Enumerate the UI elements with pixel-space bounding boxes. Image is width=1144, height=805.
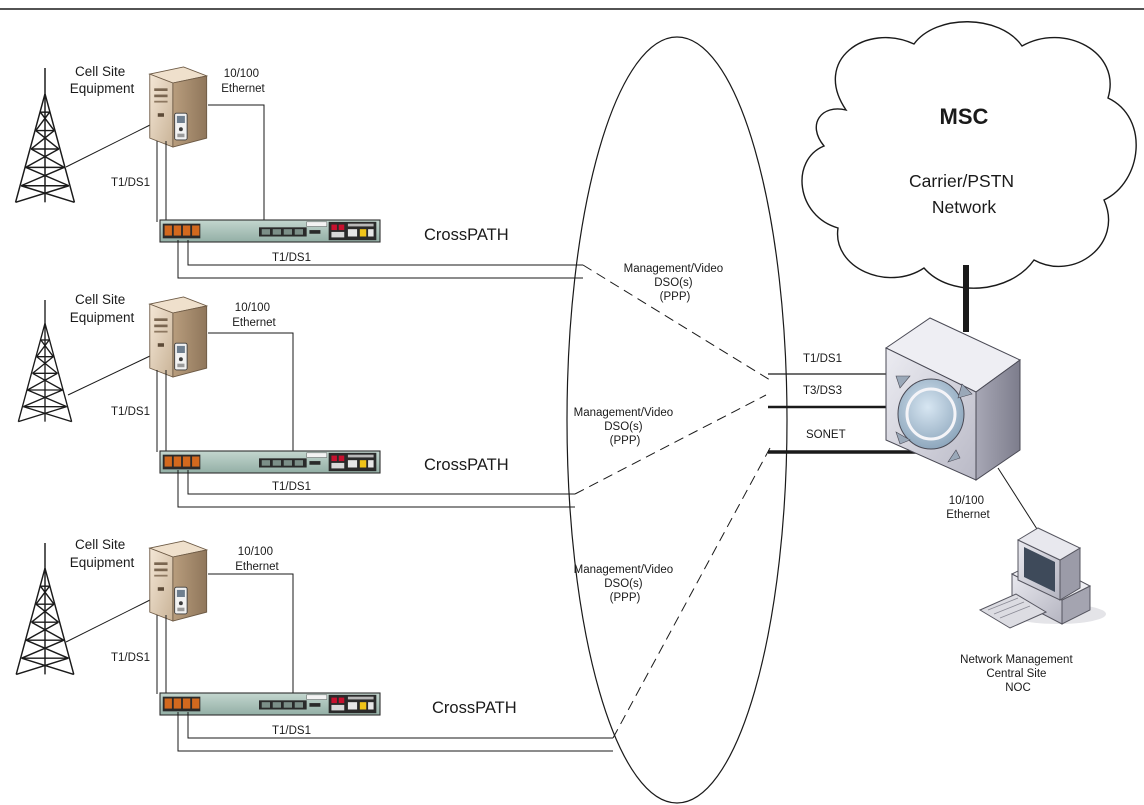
crosspath-label: CrossPATH (424, 456, 509, 474)
cell-tower-icon (15, 542, 75, 676)
t1-link-label: T1/DS1 (272, 252, 311, 264)
t1-link-label: T1/DS1 (272, 725, 311, 737)
noc-label: Network Management Central Site NOC (960, 654, 1076, 694)
noc-link (997, 467, 1045, 541)
cell-site-1: Cell Site Equipment 10/100 Ethernet T1/D… (14, 64, 771, 381)
server-icon (149, 66, 208, 148)
msc-cloud: MSC Carrier/PSTN Network (801, 21, 1137, 289)
ethernet-label: 10/100 Ethernet (232, 302, 276, 329)
management-video-label: Management/Video DSO(s) (PPP) (574, 564, 677, 604)
crosspath-label: CrossPATH (424, 226, 509, 244)
cloud-icon (801, 21, 1137, 289)
msc-subtitle: Carrier/PSTN Network (909, 171, 1019, 217)
crosspath-mux-icon (159, 450, 381, 474)
trunk-t3-label: T3/DS3 (803, 385, 842, 397)
cell-tower-icon (14, 67, 76, 204)
switch-ethernet-label: 10/100 Ethernet (946, 495, 990, 521)
cell-site-2: Cell Site Equipment 10/100 Ethernet T1/D… (17, 292, 767, 508)
management-video-label: Management/Video DSO(s) (PPP) (624, 263, 727, 303)
crosspath-label: CrossPATH (432, 699, 517, 717)
wan-ellipse (566, 36, 788, 804)
trunk-links: T1/DS1 T3/DS3 SONET (768, 353, 918, 454)
cell-site-equipment-label: Cell Site Equipment (70, 292, 135, 325)
server-icon (149, 540, 208, 622)
crosspath-mux-icon (159, 219, 381, 243)
t1-drop-label: T1/DS1 (111, 406, 150, 418)
cell-tower-icon (17, 299, 73, 423)
cell-site-equipment-label: Cell Site Equipment (70, 537, 135, 570)
t1-link-label: T1/DS1 (272, 481, 311, 493)
ethernet-label: 10/100 Ethernet (221, 68, 265, 95)
t1-drop-label: T1/DS1 (111, 177, 150, 189)
crosspath-mux-icon (159, 692, 381, 716)
cell-site-3: Cell Site Equipment 10/100 Ethernet T1/D… (15, 447, 771, 752)
server-icon (149, 296, 208, 378)
cell-site-equipment-label: Cell Site Equipment (70, 64, 135, 96)
management-video-label: Management/Video DSO(s) (PPP) (574, 407, 677, 447)
msc-title: MSC (940, 104, 989, 129)
computer-workstation-icon (978, 527, 1106, 629)
t1-drop-label: T1/DS1 (111, 652, 150, 664)
trunk-sonet-label: SONET (806, 429, 846, 441)
ethernet-label: 10/100 Ethernet (235, 546, 279, 573)
trunk-t1-label: T1/DS1 (803, 353, 842, 365)
core-switch-icon (885, 317, 1021, 481)
